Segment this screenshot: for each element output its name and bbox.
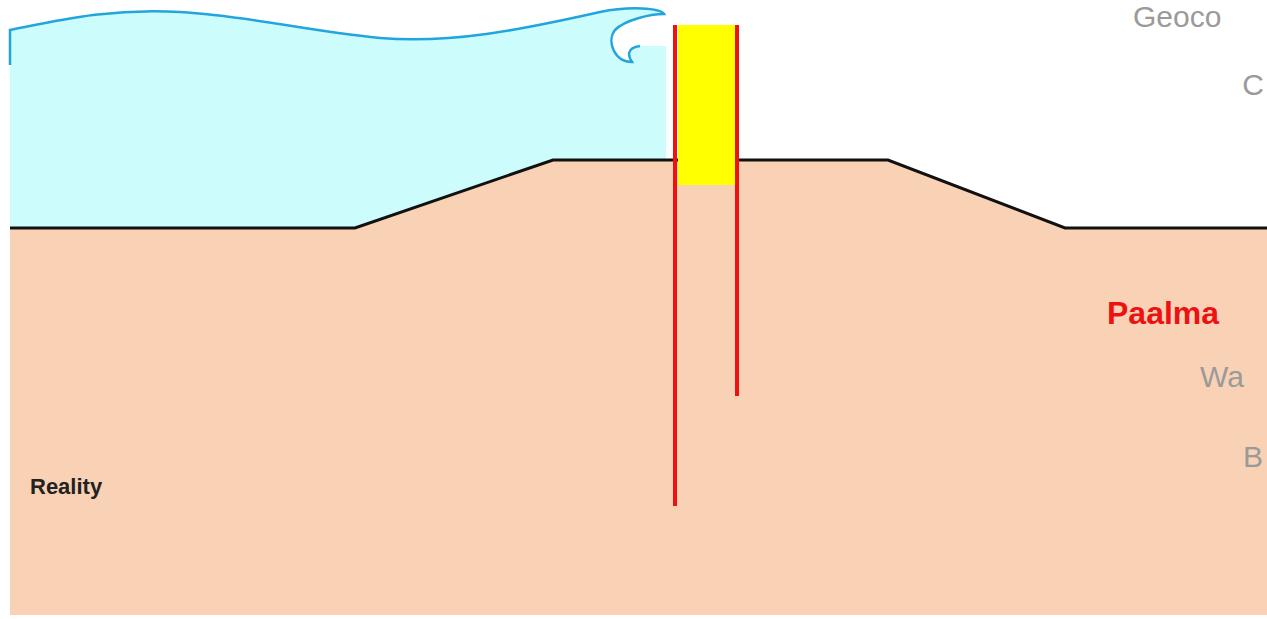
ground-line <box>10 160 1267 228</box>
dike-core <box>678 25 736 185</box>
menu-item: Wa <box>1200 362 1244 392</box>
menu-item: B <box>1243 442 1263 472</box>
sheet-pile <box>673 25 677 506</box>
wave-surface <box>10 8 664 65</box>
scene-label: Reality <box>30 476 102 498</box>
sheet-pile <box>735 25 739 396</box>
water <box>10 8 666 228</box>
menu-item: C <box>1242 70 1264 100</box>
menu-item: Geoco <box>1133 2 1221 32</box>
menu-item-active: Paalma <box>1107 297 1219 329</box>
soil <box>10 160 1267 615</box>
